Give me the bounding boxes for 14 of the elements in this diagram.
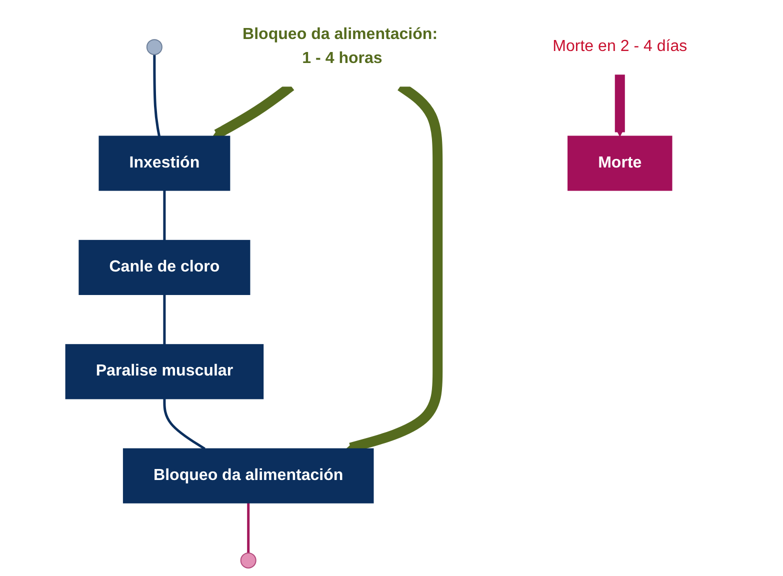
arrow xyxy=(614,74,625,137)
node-box: Morte xyxy=(568,136,672,191)
connector xyxy=(163,398,206,450)
node-box: Paralise muscular xyxy=(65,344,264,400)
connector xyxy=(163,190,166,240)
node-box: Bloqueo da alimentación xyxy=(122,448,374,504)
connector xyxy=(247,502,250,553)
node-box: Canle de cloro xyxy=(78,240,250,295)
node-text: Morte en 2 - 4 días xyxy=(552,38,688,56)
node-box: Inxestión xyxy=(98,136,230,191)
node-circle xyxy=(146,39,162,56)
connector xyxy=(153,54,160,136)
node-circle xyxy=(240,552,256,568)
connector xyxy=(163,294,166,345)
